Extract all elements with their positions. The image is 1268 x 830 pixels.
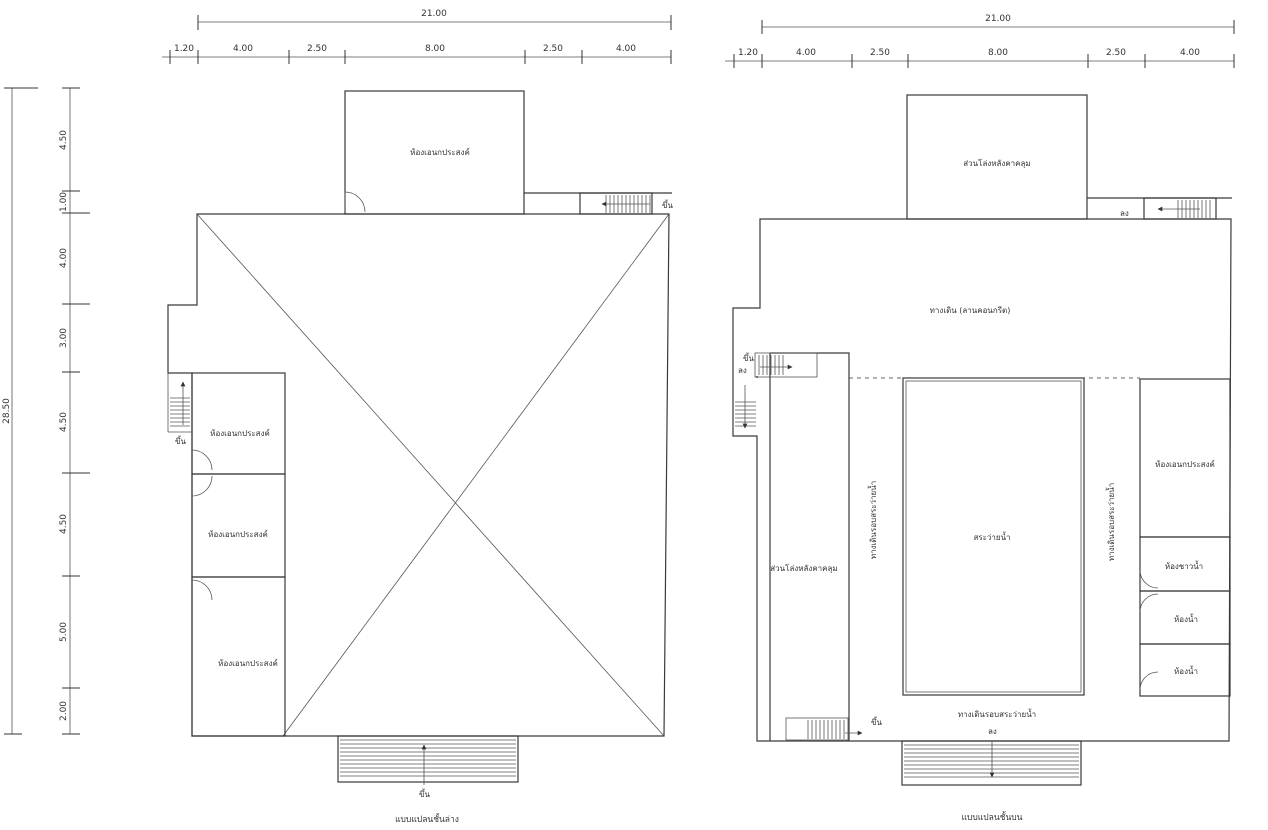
ground-room-3 [191, 576, 286, 737]
dim-vseg-2: 1.00 [59, 192, 69, 212]
dim-seg-5: 2.50 [543, 44, 563, 54]
dim-seg-6-upper: 4.00 [1180, 48, 1200, 58]
door-swing-icon [344, 191, 366, 213]
dim-seg-2-upper: 4.00 [796, 48, 816, 58]
ground-room-3-label: ห้องเอนกประสงค์ [218, 658, 278, 668]
door-swing-icon [191, 475, 213, 497]
stair-treads-left [170, 397, 190, 427]
dim-total-width-upper: 21.00 [985, 14, 1011, 24]
door-swing-icon [1139, 593, 1159, 613]
door-swing-icon [1139, 671, 1159, 691]
upper-top-covered-label: ส่วนโล่งหลังคาคลุม [963, 158, 1030, 168]
dim-vseg-7: 5.00 [59, 622, 69, 642]
upper-pool-walk-right-label: ทางเดินรอบสระว่ายน้ำ [1105, 483, 1116, 561]
dim-seg-6: 4.00 [616, 44, 636, 54]
front-step-treads [340, 739, 516, 777]
upper-toilet-2 [1139, 643, 1231, 697]
door-swing-icon [191, 449, 213, 471]
stair-treads-upper-left-vertical [735, 401, 756, 427]
dim-seg-3-upper: 2.50 [870, 48, 890, 58]
upper-shower-label: ห้องชาวน้ำ [1165, 560, 1203, 571]
dim-vseg-8: 2.00 [59, 701, 69, 721]
ground-floor-caption: แบบแปลนชั้นล่าง [395, 813, 459, 825]
upper-main-outline [732, 218, 1232, 742]
upper-stair-left-up-label: ขึ้น [743, 352, 754, 363]
dim-seg-3: 2.50 [307, 44, 327, 54]
ground-stair-top-label: ขึ้น [662, 199, 673, 210]
stair-treads-upper-left [758, 355, 784, 375]
dim-seg-1: 1.20 [174, 44, 194, 54]
dim-seg-1-upper: 1.20 [738, 48, 758, 58]
dim-vseg-3: 4.00 [59, 248, 69, 268]
dim-seg-4-upper: 8.00 [988, 48, 1008, 58]
upper-toilet-1-label: ห้องน้ำ [1174, 613, 1198, 624]
ground-floor-dimension-lines: 21.00 1.20 4.00 2.50 8.00 2.50 4.00 28.5… [2, 9, 672, 735]
upper-stair-top [1143, 197, 1217, 220]
door-swing-icon [191, 579, 213, 601]
ground-stair-top [579, 192, 653, 215]
upper-pool-walk-left-label: ทางเดินรอบสระว่ายน้ำ [867, 481, 878, 559]
ground-front-steps-label: ขึ้น [419, 788, 430, 799]
ground-top-room-label: ห้องเอนกประสงค์ [410, 147, 470, 157]
dim-seg-4: 8.00 [425, 44, 445, 54]
upper-stair-left [754, 352, 818, 378]
front-step-treads-upper [904, 744, 1079, 778]
upper-top-covered-area [906, 94, 1088, 220]
upper-toilet-2-label: ห้องน้ำ [1174, 665, 1198, 676]
dim-total-depth: 28.50 [2, 398, 12, 424]
dim-seg-5-upper: 2.50 [1106, 48, 1126, 58]
ground-stair-left-label: ขึ้น [175, 435, 186, 446]
door-swing-icon [1139, 569, 1159, 589]
upper-stair-bottom-label: ขึ้น [871, 716, 882, 727]
ground-front-steps [337, 735, 519, 783]
upper-floor-dimension-lines: 21.00 1.20 4.00 2.50 8.00 2.50 4.00 [725, 14, 1235, 68]
upper-floor-plan: ส่วนโล่งหลังคาคลุม ลง ทางเดิน (ลานคอนกรี… [732, 94, 1232, 823]
upper-multi-room [1139, 378, 1231, 538]
dim-vseg-4: 3.00 [59, 328, 69, 348]
upper-front-steps [901, 740, 1082, 786]
upper-pool-label: สระว่ายน้ำ [973, 531, 1010, 542]
dim-vseg-6: 4.50 [59, 514, 69, 534]
ground-room-2-label: ห้องเอนกประสงค์ [208, 529, 268, 539]
upper-left-covered-label: ส่วนโล่งหลังคาคลุม [770, 563, 837, 573]
stair-treads-upper-bottom [807, 720, 845, 739]
ground-room-2 [191, 473, 286, 578]
upper-stair-bottom [785, 717, 849, 741]
upper-front-steps-label: ลง [988, 727, 997, 736]
upper-pool [902, 377, 1085, 696]
upper-multi-room-label: ห้องเอนกประสงค์ [1155, 459, 1215, 469]
dim-total-width: 21.00 [421, 9, 447, 19]
upper-walkway-label: ทางเดิน (ลานคอนกรีต) [930, 306, 1011, 315]
upper-stair-top-label: ลง [1120, 209, 1129, 218]
dim-seg-2: 4.00 [233, 44, 253, 54]
upper-floor-caption: แบบแปลนชั้นบน [962, 811, 1023, 823]
upper-pool-walk-bottom-label: ทางเดินรอบสระว่ายน้ำ [958, 708, 1036, 719]
dim-vseg-1: 4.50 [59, 130, 69, 150]
dim-vseg-5: 4.50 [59, 412, 69, 432]
upper-stair-left-down-label: ลง [738, 366, 747, 375]
ground-room-1-label: ห้องเอนกประสงค์ [210, 428, 270, 438]
ground-room-1 [191, 372, 286, 475]
ground-floor-plan: ห้องเอนกประสงค์ ขึ้น [167, 90, 673, 825]
